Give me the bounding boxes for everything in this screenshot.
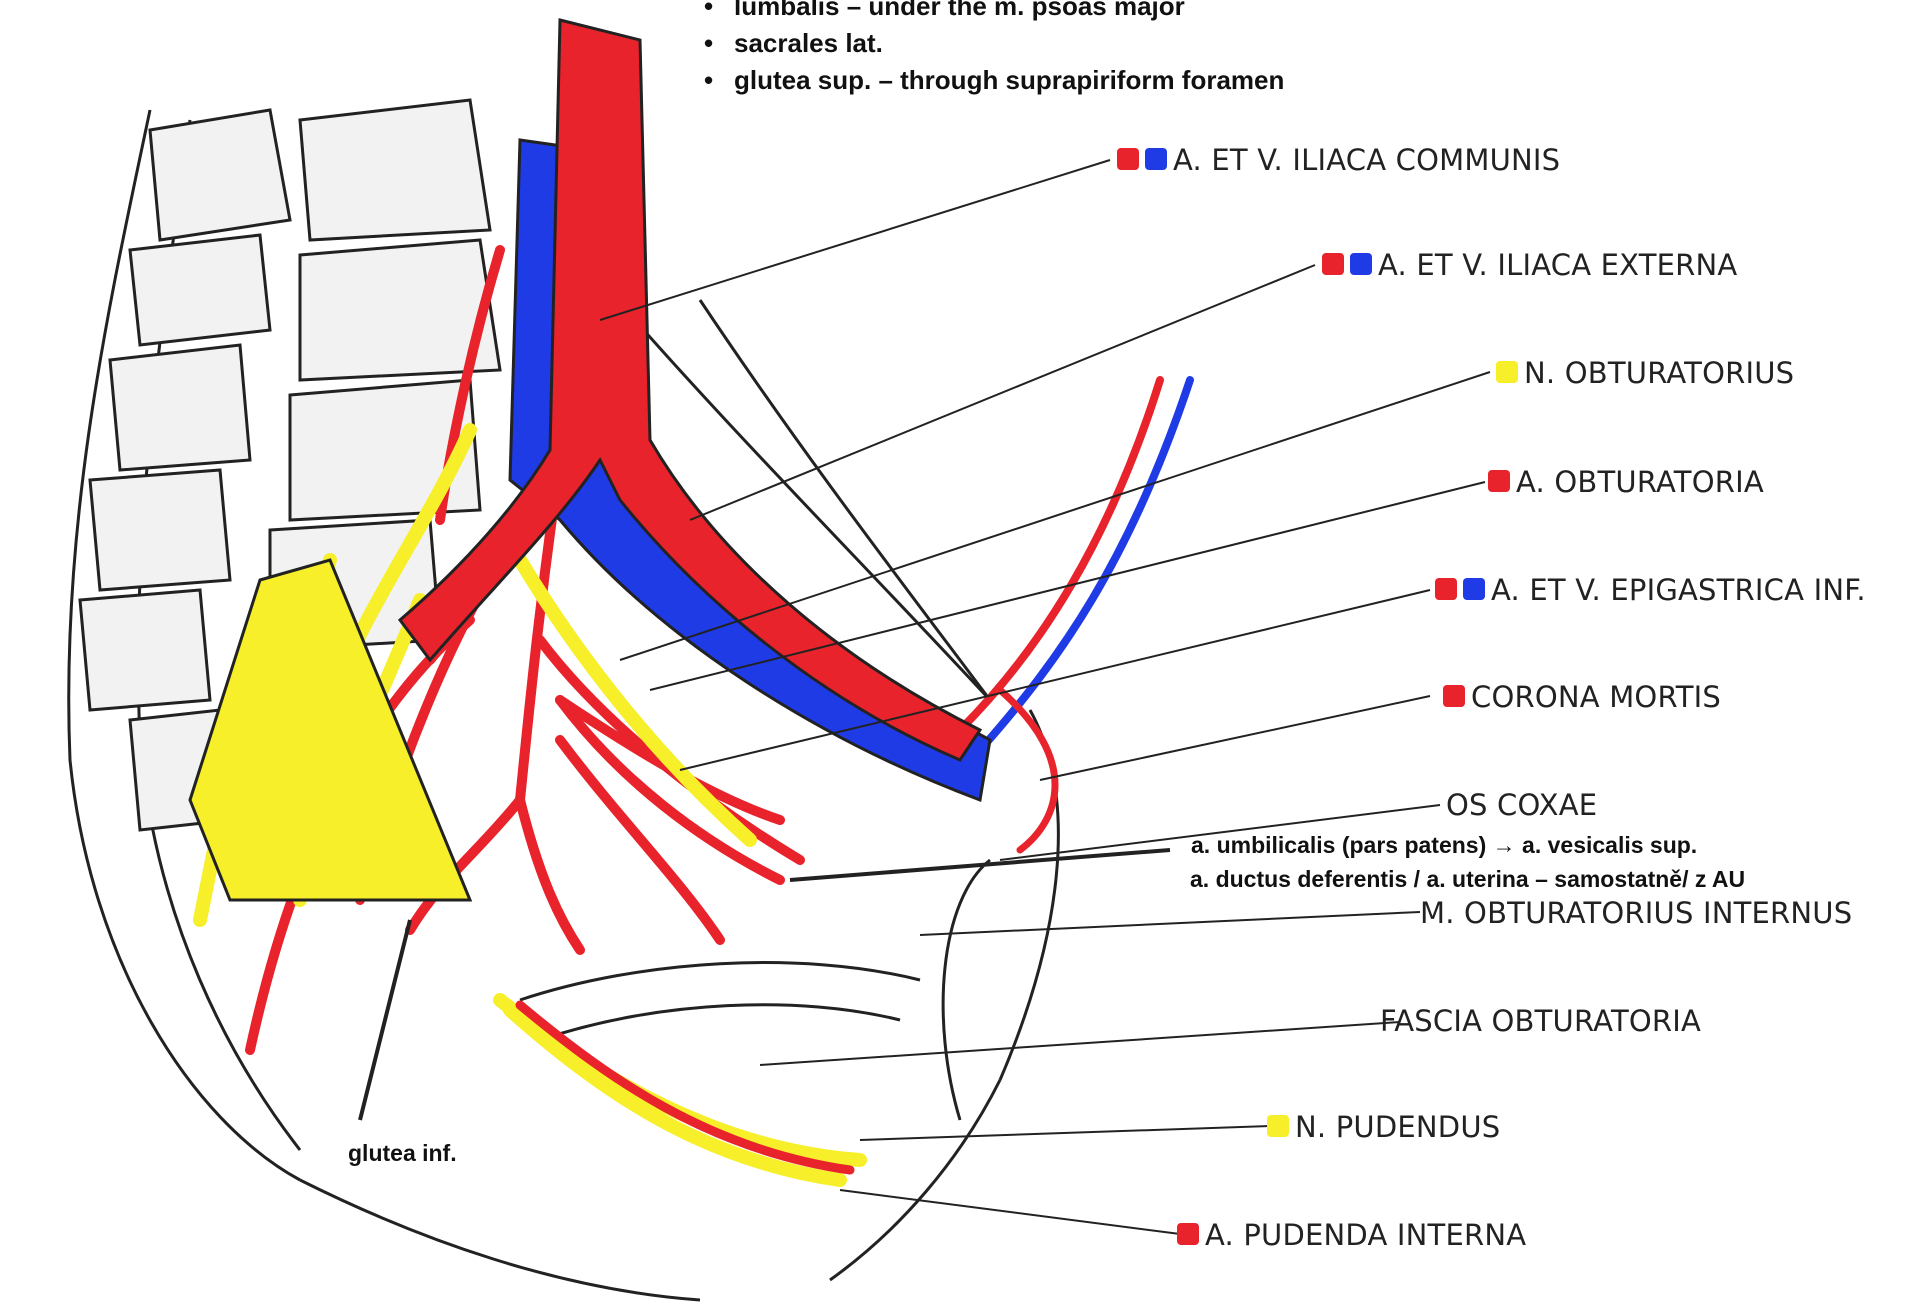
color-swatch	[1488, 470, 1510, 492]
color-swatch	[1435, 578, 1457, 600]
color-swatch	[1145, 148, 1167, 170]
label-a-obturatoria: A. OBTURATORIA	[1488, 465, 1764, 499]
color-swatch	[1117, 148, 1139, 170]
label-epigastrica-inf: A. ET V. EPIGASTRICA INF.	[1435, 573, 1866, 607]
label-m-obturatorius-internus: M. OBTURATORIUS INTERNUS	[1420, 896, 1852, 930]
note-ductus-deferentis: a. ductus deferentis / a. uterina – samo…	[1190, 866, 1745, 893]
external-iliac-artery	[400, 20, 980, 760]
epigastric-vessels	[960, 380, 1190, 850]
color-swatch	[1177, 1223, 1199, 1245]
label-iliaca-communis: A. ET V. ILIACA COMMUNIS	[1117, 143, 1560, 177]
label-a-pudenda-interna: A. PUDENDA INTERNA	[1177, 1218, 1526, 1252]
color-swatch	[1350, 253, 1372, 275]
color-swatch	[1463, 578, 1485, 600]
color-swatch	[1267, 1115, 1289, 1137]
bullet-item: •sacrales lat.	[700, 25, 1284, 62]
bullet-item: •glutea sup. – through suprapiriform for…	[700, 62, 1284, 99]
label-fascia-obturatoria: FASCIA OBTURATORIA	[1380, 1004, 1701, 1038]
branch-bullet-list: •lumbalis – under the m. psoas major •sa…	[700, 0, 1284, 99]
bullet-item: •lumbalis – under the m. psoas major	[700, 0, 1284, 25]
label-os-coxae: OS COXAE	[1446, 788, 1597, 822]
color-swatch	[1496, 361, 1518, 383]
label-n-obturatorius: N. OBTURATORIUS	[1496, 356, 1794, 390]
color-swatch	[1443, 685, 1465, 707]
label-corona-mortis: CORONA MORTIS	[1443, 680, 1721, 714]
note-umbilicalis: a. umbilicalis (pars patens) → a. vesica…	[1191, 832, 1697, 859]
label-iliaca-externa: A. ET V. ILIACA EXTERNA	[1322, 248, 1737, 282]
note-glutea-inf: glutea inf.	[348, 1140, 457, 1167]
color-swatch	[1322, 253, 1344, 275]
label-n-pudendus: N. PUDENDUS	[1267, 1110, 1500, 1144]
